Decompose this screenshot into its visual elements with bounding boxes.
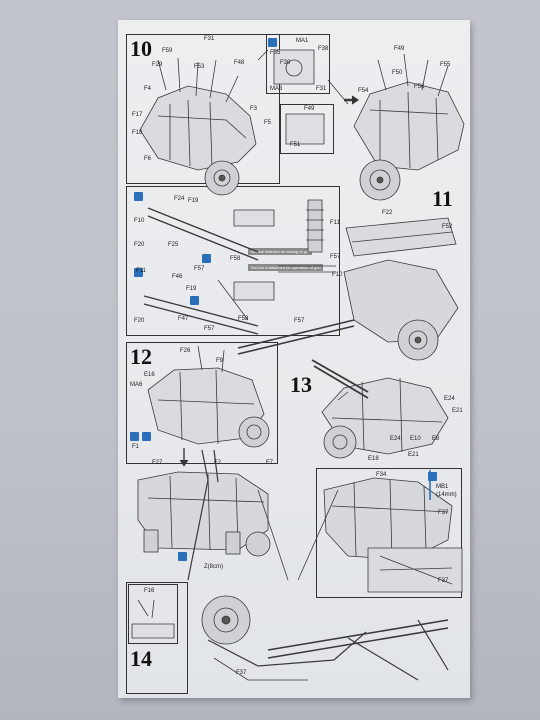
- step-10-inset-b: [280, 104, 334, 154]
- instruction-sheet: 10 11 Tow bar fattened for towing of gun…: [118, 20, 470, 698]
- part-label: F49: [304, 106, 315, 112]
- step-10-panel: [126, 34, 280, 184]
- part-label: E8: [432, 436, 440, 442]
- step-10-inset-a: [266, 34, 330, 94]
- part-label: F47: [178, 316, 189, 322]
- paint-icon: [268, 38, 277, 47]
- part-label: F19: [188, 198, 199, 204]
- part-label: E24: [390, 436, 401, 442]
- part-label: F57: [294, 318, 305, 324]
- part-label: F20: [134, 318, 145, 324]
- part-label: F57: [330, 254, 341, 260]
- part-label: F56: [414, 84, 425, 90]
- paint-icon: [190, 296, 199, 305]
- paint-icon: [428, 472, 437, 481]
- assembly-drawings: [131, 49, 465, 681]
- step-number-11: 11: [432, 186, 453, 211]
- part-label: F55: [440, 62, 451, 68]
- step-number-10: 10: [130, 36, 152, 61]
- part-label: F4: [144, 86, 152, 92]
- part-label: F25: [168, 242, 179, 248]
- part-label: F34: [376, 472, 387, 478]
- part-label: F29: [152, 62, 163, 68]
- step-12-panel: [126, 342, 278, 464]
- part-label: F5: [264, 120, 272, 126]
- step-13-detail-panel: [316, 468, 462, 598]
- part-label: MB1: [436, 484, 449, 490]
- part-label: F57: [204, 326, 215, 332]
- towbar-note-operation: Tow bar unattached for operation of gun: [248, 264, 323, 271]
- paint-icon: [130, 432, 139, 441]
- paint-icon: [178, 552, 187, 561]
- part-label: F37: [438, 510, 449, 516]
- part-label: E10: [410, 436, 421, 442]
- part-label: E21: [408, 452, 419, 458]
- step-number-12: 12: [130, 344, 152, 369]
- part-label: MA6: [130, 382, 143, 388]
- part-label: F10: [332, 272, 343, 278]
- part-label: F48: [234, 60, 245, 66]
- part-label: F52: [442, 224, 453, 230]
- part-label: F31: [204, 36, 215, 42]
- part-label: F59: [162, 48, 173, 54]
- part-label: F17: [132, 112, 143, 118]
- part-label: F54: [358, 88, 369, 94]
- part-label: F37: [438, 578, 449, 584]
- step-number-13: 13: [290, 372, 312, 397]
- part-label: F7: [266, 460, 274, 466]
- part-label: F53: [194, 64, 205, 70]
- part-label: F10: [134, 218, 145, 224]
- step-14-inset: [128, 584, 178, 644]
- part-label: F26: [180, 348, 191, 354]
- part-label: E24: [444, 396, 455, 402]
- part-label: F51: [290, 142, 301, 148]
- part-label: F38: [318, 46, 329, 52]
- paint-icon: [202, 254, 211, 263]
- part-label: F24: [174, 196, 185, 202]
- part-label: MA1: [296, 38, 309, 44]
- part-label: F16: [144, 588, 155, 594]
- part-label: F30: [280, 60, 291, 66]
- part-label: F11: [136, 268, 146, 274]
- part-label: F58: [238, 316, 249, 322]
- paint-icon: [134, 268, 143, 277]
- part-label: E18: [368, 456, 379, 462]
- part-label: F57: [194, 266, 205, 272]
- part-label: F18: [132, 130, 143, 136]
- part-label: F50: [392, 70, 403, 76]
- part-label: F49: [394, 46, 405, 52]
- part-label: F46: [172, 274, 183, 280]
- part-label: F3: [250, 106, 258, 112]
- towbar-note-towing: Tow bar fattened for towing of gun: [248, 248, 313, 255]
- part-label: F31: [316, 86, 327, 92]
- part-label: F2: [214, 460, 222, 466]
- part-label: Z(8cm): [204, 564, 223, 570]
- part-label: F58: [230, 256, 241, 262]
- step-14-panel: [126, 582, 188, 694]
- part-label: F22: [382, 210, 393, 216]
- paint-icon: [134, 192, 143, 201]
- part-label: F27: [152, 460, 163, 466]
- part-label: E21: [452, 408, 463, 414]
- part-label: F6: [144, 156, 152, 162]
- part-label: F19: [186, 286, 197, 292]
- part-label: F9: [216, 358, 224, 364]
- paint-icon: [142, 432, 151, 441]
- part-label: F37: [236, 670, 247, 676]
- part-label: MA3: [270, 86, 283, 92]
- part-label: F11: [330, 220, 340, 226]
- part-label: F20: [134, 242, 145, 248]
- step-number-14: 14: [130, 646, 152, 671]
- part-label: F35: [270, 50, 281, 56]
- part-label: F1: [132, 444, 140, 450]
- part-label: (14mm): [436, 492, 457, 498]
- part-label: E16: [144, 372, 155, 378]
